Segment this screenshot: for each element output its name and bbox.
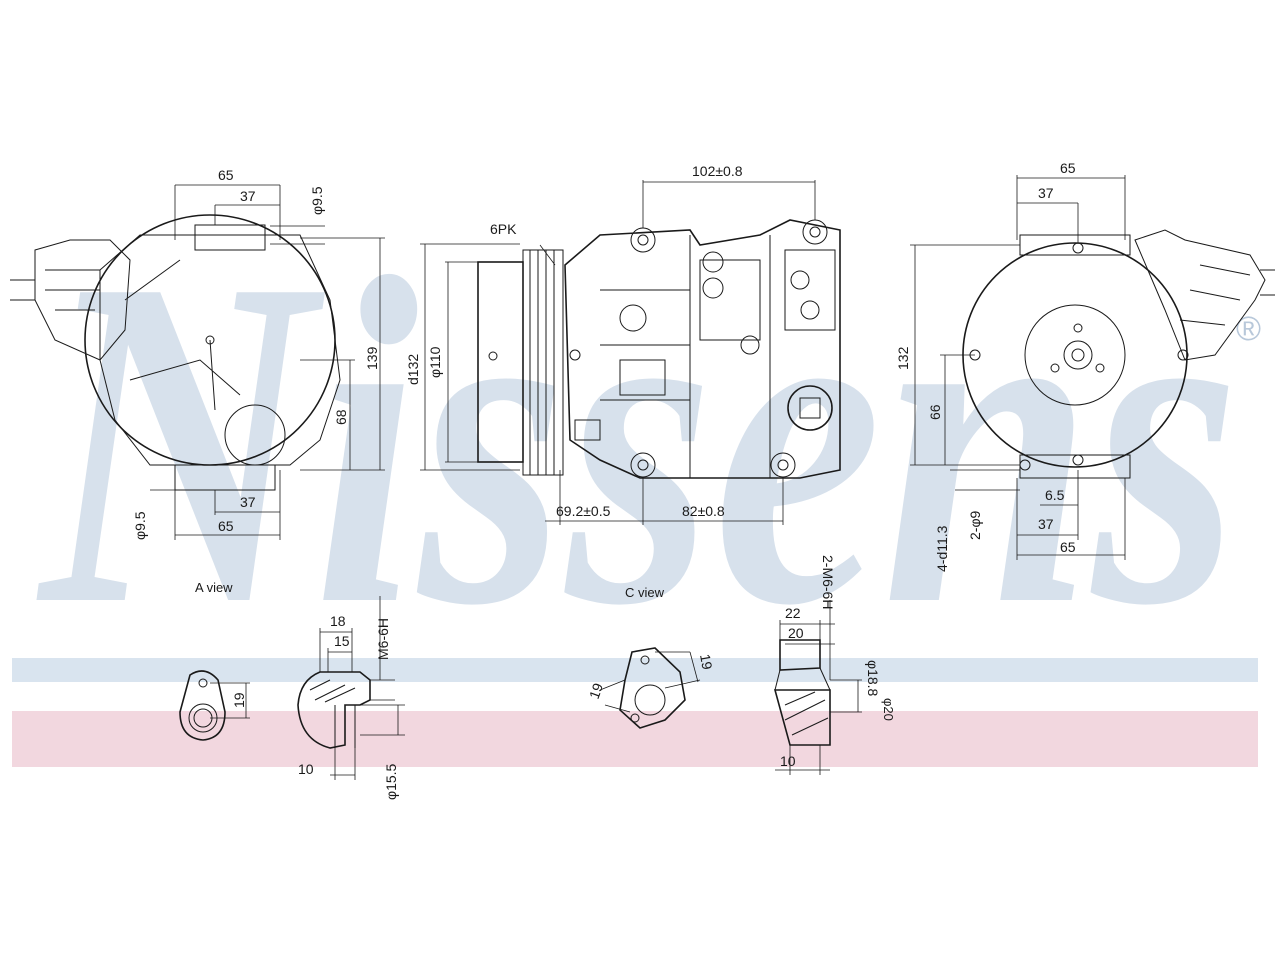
c-view-label: C view — [625, 585, 665, 600]
right-dim-4d113: 4-d11.3 — [934, 525, 950, 572]
detail-c-19a: 19 — [697, 653, 715, 671]
right-dim-37-top: 37 — [1038, 185, 1054, 201]
a-view-label: A view — [195, 580, 233, 595]
right-dim-65-small: 6.5 — [1045, 487, 1065, 503]
left-compressor-view — [10, 184, 385, 540]
registered-mark: ® — [1236, 310, 1261, 348]
left-dim-139: 139 — [364, 346, 380, 370]
detail-c-19b: 19 — [586, 681, 606, 701]
detail-s-thread: M6-6H — [375, 618, 391, 660]
detail-r-22: 22 — [785, 605, 801, 621]
left-dim-68: 68 — [333, 409, 349, 425]
pink-band — [12, 711, 1258, 767]
detail-a-view — [179, 670, 250, 741]
center-dim-102: 102±0.8 — [692, 163, 743, 179]
center-compressor-view — [420, 180, 841, 525]
detail-r-10: 10 — [780, 753, 796, 769]
detail-r-phi18: φ18.8 — [865, 660, 881, 697]
detail-right-section — [773, 600, 862, 775]
right-dim-65-top: 65 — [1060, 160, 1076, 176]
center-dim-d132: d132 — [405, 354, 421, 385]
detail-s-phi155: φ15.5 — [383, 763, 399, 800]
left-dim-37-top: 37 — [240, 188, 256, 204]
blue-band — [12, 658, 1258, 682]
detail-s-10: 10 — [298, 761, 314, 777]
left-dim-phi95-top: φ9.5 — [309, 186, 325, 215]
center-dim-82: 82±0.8 — [682, 503, 725, 519]
right-dim-66: 66 — [927, 404, 943, 420]
detail-a-19: 19 — [231, 692, 247, 708]
left-dim-37-bottom: 37 — [240, 494, 256, 510]
center-dim-phi110: φ110 — [427, 346, 443, 378]
right-dim-65-bottom: 65 — [1060, 539, 1076, 555]
left-dim-65-top: 65 — [218, 167, 234, 183]
right-dim-2phi9: 2-φ9 — [967, 510, 983, 540]
left-dim-65-bottom: 65 — [218, 518, 234, 534]
right-dim-132: 132 — [895, 346, 911, 370]
detail-s-18: 18 — [330, 613, 346, 629]
center-dim-692: 69.2±0.5 — [556, 503, 611, 519]
detail-r-thread: 2-M6-6H — [820, 555, 836, 609]
detail-r-20: 20 — [788, 625, 804, 641]
detail-r-phi20: φ20 — [881, 698, 896, 721]
right-dim-37-bottom: 37 — [1038, 516, 1054, 532]
brand-watermark: Nissens — [34, 181, 1240, 702]
center-belt-6pk: 6PK — [490, 221, 517, 237]
detail-section — [297, 596, 405, 780]
left-dim-phi95-bottom: φ9.5 — [132, 511, 148, 540]
right-compressor-view — [910, 175, 1275, 560]
detail-c-view — [599, 647, 701, 729]
detail-s-15: 15 — [334, 633, 350, 649]
